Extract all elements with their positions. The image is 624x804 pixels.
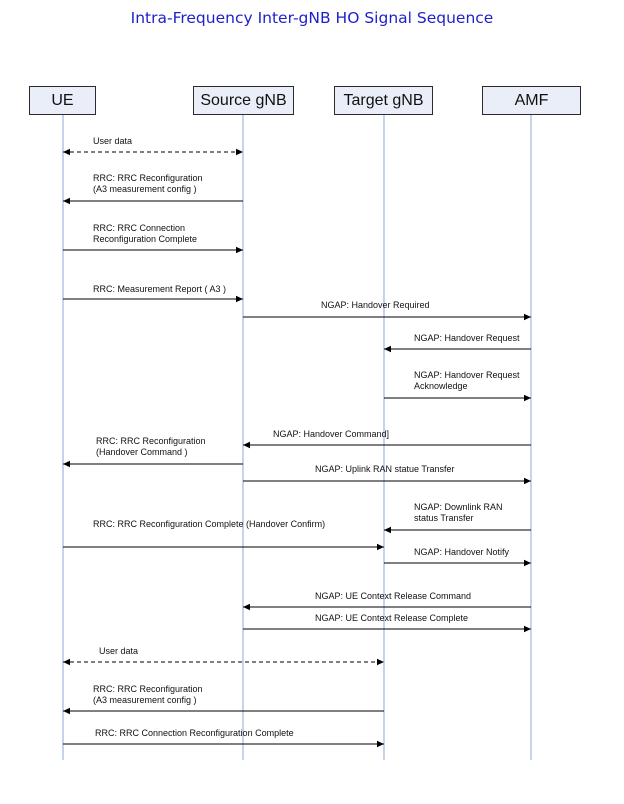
message-label: NGAP: Handover Notify bbox=[414, 547, 510, 557]
message-label: NGAP: Uplink RAN statue Transfer bbox=[315, 464, 455, 474]
message-label: RRC: RRC Connection bbox=[93, 223, 185, 233]
message-label: RRC: RRC Reconfiguration bbox=[93, 684, 203, 694]
diagram-title: Intra-Frequency Inter-gNB HO Signal Sequ… bbox=[130, 9, 494, 27]
message-label: NGAP: UE Context Release Complete bbox=[315, 613, 468, 623]
message-label: (A3 measurement config ) bbox=[93, 184, 197, 194]
message-8: NGAP: Handover Command] bbox=[243, 429, 531, 449]
message-label: NGAP: UE Context Release Command bbox=[315, 591, 471, 601]
actor-target-gnb: Target gNB bbox=[334, 86, 433, 115]
message-9: RRC: RRC Reconfiguration(Handover Comman… bbox=[63, 436, 243, 468]
message-label: RRC: RRC Reconfiguration bbox=[96, 436, 206, 446]
message-15: NGAP: UE Context Release Complete bbox=[243, 613, 531, 633]
message-label: status Transfer bbox=[414, 513, 474, 523]
message-2: RRC: RRC Reconfiguration(A3 measurement … bbox=[63, 173, 243, 205]
message-label: User data bbox=[99, 646, 138, 656]
message-label: NGAP: Downlink RAN bbox=[414, 502, 503, 512]
message-label: NGAP: Handover Required bbox=[321, 300, 430, 310]
message-label: RRC: RRC Reconfiguration Complete (Hando… bbox=[93, 519, 325, 529]
actor-source-gnb: Source gNB bbox=[193, 86, 294, 115]
message-label: RRC: RRC Reconfiguration bbox=[93, 173, 203, 183]
message-17: RRC: RRC Reconfiguration(A3 measurement … bbox=[63, 684, 384, 715]
message-18: RRC: RRC Connection Reconfiguration Comp… bbox=[63, 728, 384, 748]
message-5: NGAP: Handover Required bbox=[243, 300, 531, 321]
message-label: User data bbox=[93, 136, 132, 146]
message-16: User data bbox=[63, 646, 384, 666]
message-10: NGAP: Uplink RAN statue Transfer bbox=[243, 464, 531, 485]
message-12: RRC: RRC Reconfiguration Complete (Hando… bbox=[63, 519, 384, 551]
actor-amf: AMF bbox=[482, 86, 581, 115]
message-label: NGAP: Handover Request bbox=[414, 370, 520, 380]
message-13: NGAP: Handover Notify bbox=[384, 547, 531, 567]
message-label: NGAP: Handover Command] bbox=[273, 429, 389, 439]
message-label: RRC: RRC Connection Reconfiguration Comp… bbox=[95, 728, 294, 738]
message-label: (A3 measurement config ) bbox=[93, 695, 197, 705]
actor-ue: UE bbox=[29, 86, 96, 115]
message-label: (Handover Command ) bbox=[96, 447, 188, 457]
message-14: NGAP: UE Context Release Command bbox=[243, 591, 531, 611]
message-label: NGAP: Handover Request bbox=[414, 333, 520, 343]
message-6: NGAP: Handover Request bbox=[384, 333, 531, 353]
message-label: Acknowledge bbox=[414, 381, 468, 391]
message-4: RRC: Measurement Report ( A3 ) bbox=[63, 284, 243, 303]
message-1: User data bbox=[63, 136, 243, 156]
message-label: Reconfiguration Complete bbox=[93, 234, 197, 244]
message-label: RRC: Measurement Report ( A3 ) bbox=[93, 284, 226, 294]
